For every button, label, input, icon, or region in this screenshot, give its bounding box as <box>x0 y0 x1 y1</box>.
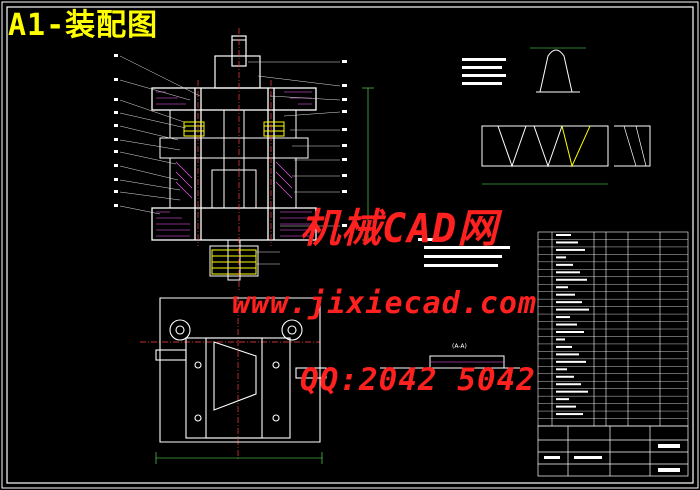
part-number-mark <box>114 190 118 193</box>
part-number-mark <box>342 158 347 161</box>
drawing-title: A1-装配图 <box>8 8 159 43</box>
parts-row-mark <box>556 286 568 289</box>
parts-row-mark <box>556 398 569 401</box>
parts-row-mark <box>556 368 567 371</box>
parts-row-mark <box>556 271 580 274</box>
parts-row-mark <box>556 293 575 296</box>
section-aa-detail <box>380 355 520 369</box>
plan-view <box>155 297 327 443</box>
watermark-site-name: 机械CAD网 <box>300 206 499 252</box>
part-number-mark <box>114 78 118 81</box>
parts-row-mark <box>556 345 572 348</box>
parts-row-mark <box>556 323 577 326</box>
parts-row-mark <box>556 301 582 304</box>
parts-list-rows <box>538 234 688 419</box>
leader-lines-left <box>119 55 201 215</box>
material-notes <box>462 58 506 85</box>
part-number-mark <box>114 54 118 57</box>
part-number-mark <box>114 178 118 181</box>
plan-width-dimension <box>155 452 323 464</box>
part-number-mark <box>342 144 347 147</box>
part-number-mark <box>342 190 347 193</box>
part-number-mark <box>114 150 118 153</box>
inner-frame <box>6 6 694 484</box>
parts-row-mark <box>556 353 579 356</box>
parts-row-mark <box>556 278 587 281</box>
part-number-mark <box>114 138 118 141</box>
parts-row-mark <box>556 383 581 386</box>
part-number-mark <box>342 84 347 87</box>
part-number-labels <box>114 54 347 227</box>
part-number-mark <box>342 174 347 177</box>
part-number-mark <box>342 110 347 113</box>
strip-layout <box>481 125 651 185</box>
leader-lines-right <box>248 61 341 265</box>
watermark-url: www.jixiecad.com <box>232 286 537 321</box>
parts-row-mark <box>556 405 576 408</box>
part-number-mark <box>114 111 118 114</box>
part-number-mark <box>114 124 118 127</box>
title-block <box>537 425 689 477</box>
parts-row-mark <box>556 234 571 236</box>
parts-row-mark <box>556 338 565 341</box>
parts-row-mark <box>556 316 570 319</box>
parts-row-mark <box>556 256 566 259</box>
parts-row-mark <box>556 375 574 378</box>
part-number-mark <box>342 60 347 63</box>
section-hatching <box>156 91 312 237</box>
parts-row-mark <box>556 360 586 363</box>
center-lines <box>140 28 320 460</box>
parts-row-mark <box>556 390 588 393</box>
parts-row-mark <box>556 263 573 266</box>
parts-row-mark <box>556 331 584 333</box>
section-label: (A-A) <box>452 343 467 350</box>
part-number-mark <box>342 224 347 227</box>
part-number-mark <box>114 164 118 167</box>
parts-row-mark <box>556 248 585 251</box>
parts-row-mark <box>556 413 583 416</box>
part-number-mark <box>114 204 118 207</box>
title-block-marks <box>544 444 680 472</box>
part-number-mark <box>342 128 347 131</box>
springs <box>183 121 285 275</box>
watermark-qq: QQ:2042 5042 <box>300 362 536 398</box>
part-number-mark <box>342 98 347 101</box>
part-profile <box>530 47 586 93</box>
parts-row-mark <box>556 308 589 311</box>
technical-notes <box>418 238 510 267</box>
main-section-view <box>151 35 317 281</box>
height-dimension <box>362 87 374 241</box>
parts-row-mark <box>556 241 578 244</box>
part-number-mark <box>114 98 118 101</box>
